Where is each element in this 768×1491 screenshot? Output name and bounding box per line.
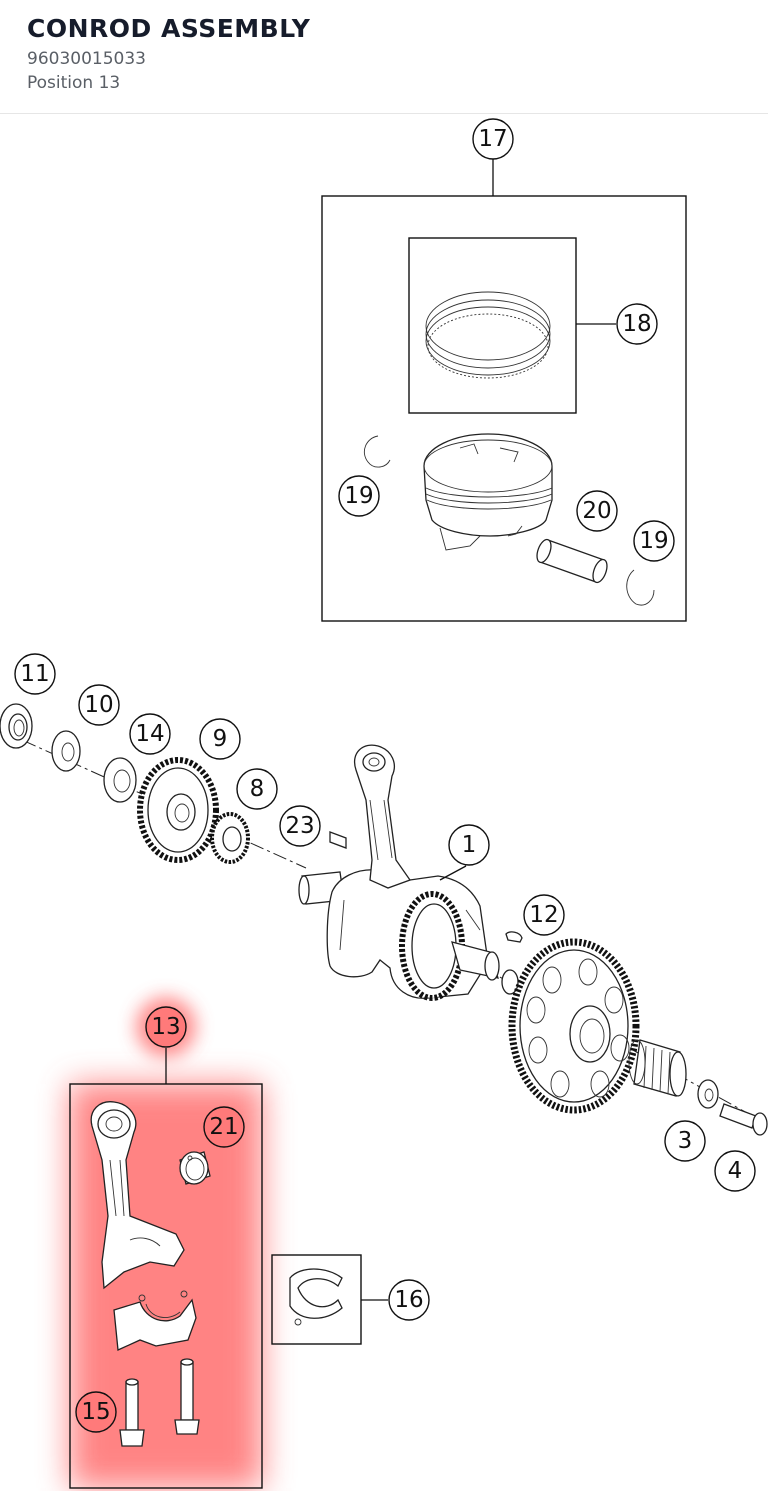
ball-bearing — [103, 757, 137, 803]
connecting-rod — [90, 1101, 185, 1290]
callout-10[interactable]: 10 — [78, 684, 120, 726]
svg-text:23: 23 — [285, 813, 314, 839]
svg-text:16: 16 — [394, 1287, 423, 1313]
piston — [423, 433, 553, 551]
svg-text:11: 11 — [20, 661, 49, 687]
thrust-washer — [697, 1079, 719, 1109]
big-end-cap — [113, 1290, 197, 1351]
callout-12[interactable]: 12 — [523, 894, 565, 936]
svg-text:20: 20 — [582, 498, 611, 524]
callout-13[interactable]: 13 — [145, 1006, 187, 1048]
svg-text:19: 19 — [344, 483, 373, 509]
position-label: Position 13 — [27, 73, 121, 93]
circlip-right — [626, 569, 655, 606]
bearing-shell — [289, 1268, 343, 1319]
crank-key — [505, 931, 523, 943]
spacer-ring — [501, 969, 519, 995]
woodruff-key — [329, 831, 347, 849]
callout-8[interactable]: 8 — [236, 768, 278, 810]
bearing-shell-group — [271, 1254, 388, 1345]
callout-17[interactable]: 17 — [472, 118, 514, 160]
piston-pin — [536, 538, 608, 584]
svg-text:14: 14 — [135, 721, 164, 747]
svg-text:21: 21 — [209, 1114, 238, 1140]
crankshaft-assembly — [0, 703, 768, 1136]
callout-14[interactable]: 14 — [129, 713, 171, 755]
conrod-kit-group — [69, 1048, 263, 1489]
conrod-bolts — [119, 1358, 200, 1447]
svg-text:12: 12 — [529, 902, 558, 928]
svg-text:3: 3 — [678, 1128, 693, 1154]
callout-18[interactable]: 18 — [616, 303, 658, 345]
starter-gear — [508, 938, 640, 1114]
circlip-left — [364, 435, 391, 468]
callout-9[interactable]: 9 — [199, 718, 241, 760]
callout-3[interactable]: 3 — [664, 1120, 706, 1162]
callout-1[interactable]: 1 — [448, 824, 490, 866]
svg-text:18: 18 — [622, 311, 651, 337]
svg-text:4: 4 — [728, 1158, 743, 1184]
svg-text:8: 8 — [250, 776, 265, 802]
needle-bearing — [628, 1039, 687, 1097]
callout-11[interactable]: 11 — [14, 653, 56, 695]
callout-21[interactable]: 21 — [203, 1106, 245, 1148]
svg-text:19: 19 — [639, 528, 668, 554]
callout-20[interactable]: 20 — [576, 490, 618, 532]
callout-19-right[interactable]: 19 — [633, 520, 675, 562]
svg-text:17: 17 — [478, 126, 507, 152]
svg-text:15: 15 — [81, 1399, 110, 1425]
piston-rings — [425, 291, 551, 379]
svg-text:13: 13 — [151, 1014, 180, 1040]
part-number: 96030015033 — [27, 49, 146, 69]
page-header: CONROD ASSEMBLY 96030015033 Position 13 — [0, 0, 768, 114]
svg-text:10: 10 — [84, 692, 113, 718]
callout-15[interactable]: 15 — [75, 1391, 117, 1433]
callout-16[interactable]: 16 — [388, 1279, 430, 1321]
svg-text:9: 9 — [213, 726, 228, 752]
balancer-gear — [137, 757, 219, 863]
callout-4[interactable]: 4 — [714, 1150, 756, 1192]
svg-text:1: 1 — [462, 832, 477, 858]
starter-bolt — [719, 1103, 768, 1136]
crankshaft — [298, 744, 500, 1001]
callout-19-left[interactable]: 19 — [338, 475, 380, 517]
piston-kit-group — [321, 159, 687, 622]
page-title: CONROD ASSEMBLY — [27, 14, 311, 43]
small-gear — [210, 812, 250, 864]
leader-lines — [439, 865, 467, 881]
washer — [51, 730, 81, 772]
callout-23[interactable]: 23 — [279, 805, 321, 847]
small-end-bushing — [179, 1151, 211, 1185]
oil-seal — [0, 703, 33, 749]
